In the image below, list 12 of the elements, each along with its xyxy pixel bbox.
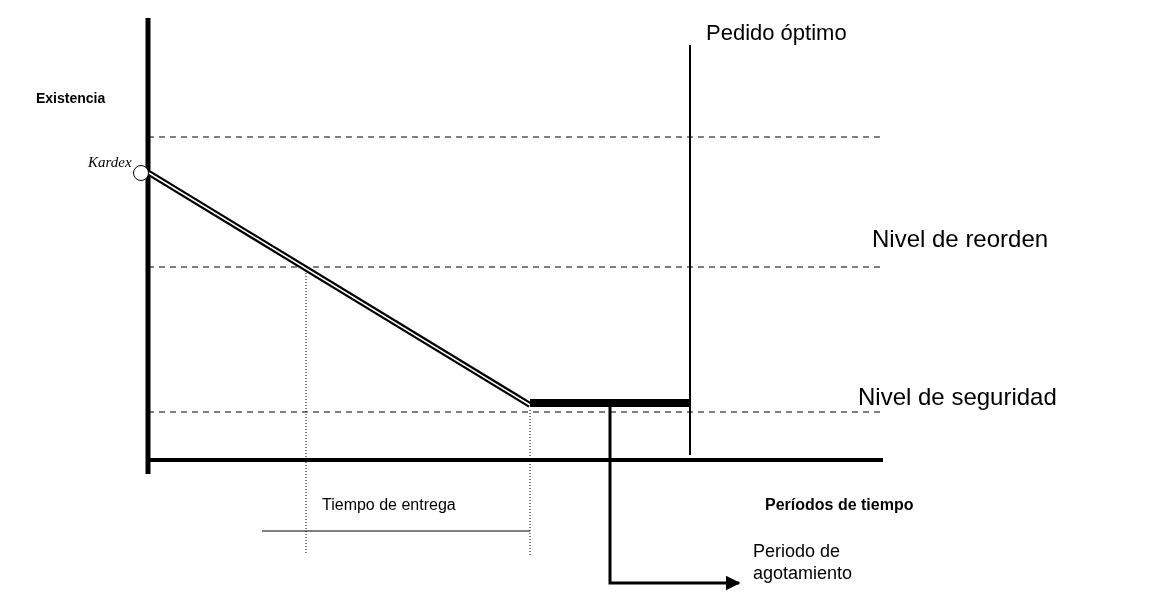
axis-title: Períodos de tiempo <box>765 496 914 515</box>
point-label: Kardex <box>88 154 132 172</box>
level-label: Nivel de seguridad <box>858 383 1057 411</box>
arrow <box>608 407 741 591</box>
start-point <box>133 165 149 181</box>
level-label: Nivel de reorden <box>872 225 1049 253</box>
stock-decline-line <box>147 170 532 408</box>
interval-label: Tiempo de entrega <box>322 496 456 515</box>
line-label: Pedido óptimo <box>706 20 847 46</box>
stockout-bar <box>530 399 691 407</box>
callout-text: Periodo de agotamiento <box>753 541 893 585</box>
axis-title: Existencia <box>36 90 106 107</box>
